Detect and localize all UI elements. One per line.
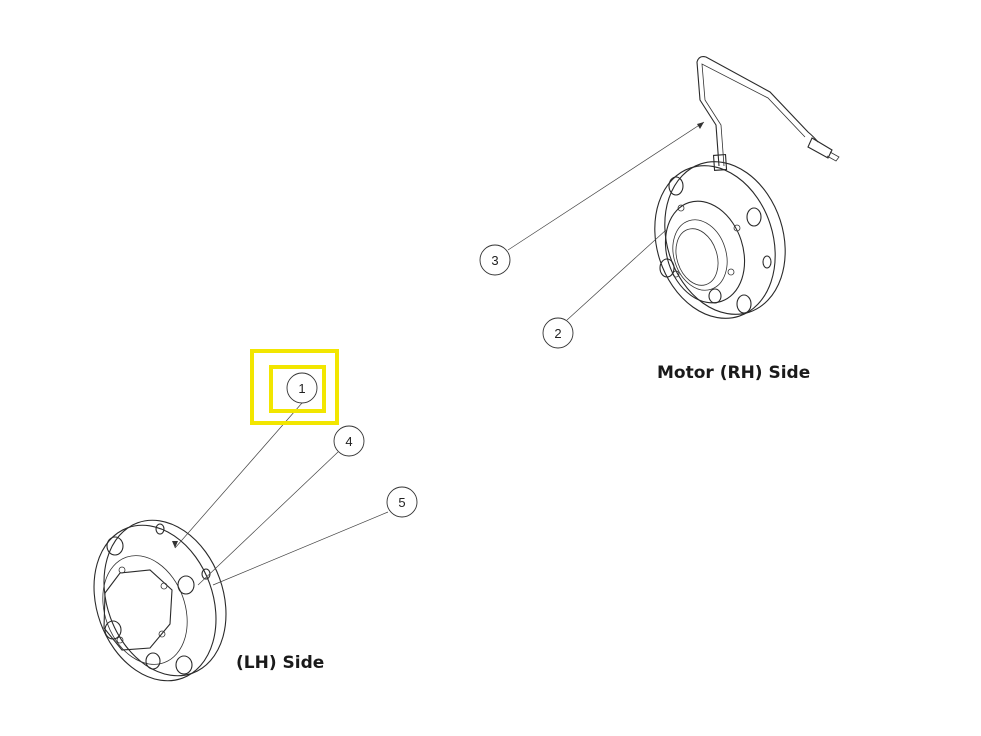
- caption-motor-rh-side: Motor (RH) Side: [657, 363, 810, 383]
- lh-bolts: [104, 523, 211, 675]
- rh-hub-assembly: [654, 56, 840, 319]
- callout-4-label: 4: [345, 434, 352, 449]
- caption-lh-side: (LH) Side: [236, 653, 324, 673]
- callout-1-label: 1: [298, 381, 305, 396]
- callout-1[interactable]: 1: [286, 372, 318, 404]
- callout-2[interactable]: 2: [542, 317, 574, 349]
- callout-5[interactable]: 5: [386, 486, 418, 518]
- callout-4[interactable]: 4: [333, 425, 365, 457]
- callout-2-label: 2: [554, 326, 561, 341]
- callout-1-highlight: [250, 349, 339, 425]
- callout-3[interactable]: 3: [479, 244, 511, 276]
- callout-3-label: 3: [491, 253, 498, 268]
- leader-lines: [172, 121, 705, 586]
- rh-bolts: [659, 176, 772, 314]
- callout-5-label: 5: [398, 495, 405, 510]
- lh-hub-assembly: [93, 519, 227, 682]
